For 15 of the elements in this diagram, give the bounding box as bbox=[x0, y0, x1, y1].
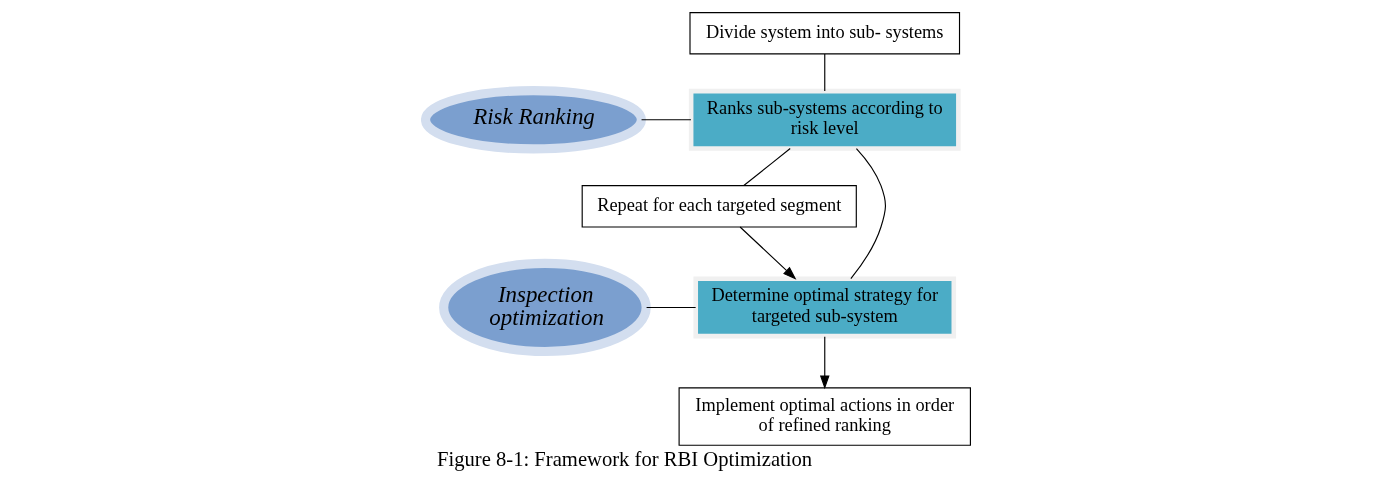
node-box: Implement optimal actions in order of refined ranking bbox=[678, 387, 971, 446]
arrow bbox=[819, 336, 830, 390]
node-ellipse: Risk Ranking bbox=[421, 86, 646, 154]
node-box: Ranks sub-systems according to risk level bbox=[688, 88, 961, 151]
connector bbox=[743, 147, 791, 187]
connector bbox=[824, 53, 826, 92]
node-ellipse: Inspection optimization bbox=[439, 258, 651, 357]
connector bbox=[646, 306, 697, 309]
node-box: Repeat for each targeted segment bbox=[581, 185, 857, 228]
caption: Figure 8-1: Framework for RBI Optimization bbox=[436, 448, 813, 471]
arrow bbox=[739, 226, 797, 280]
connector bbox=[640, 119, 692, 121]
node-box: Divide system into sub- systems bbox=[689, 12, 961, 55]
node-box: Determine optimal strategy for targeted sub-system bbox=[693, 276, 957, 339]
connector bbox=[850, 147, 887, 280]
